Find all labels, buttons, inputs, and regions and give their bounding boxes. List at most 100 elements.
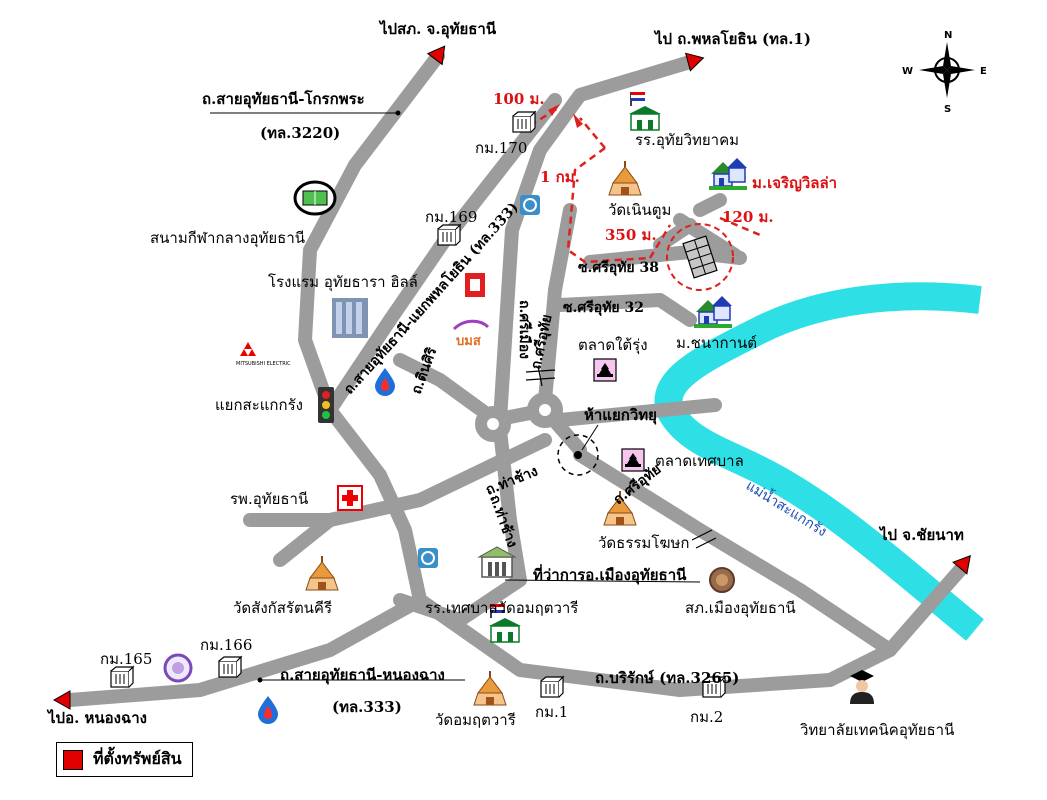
roundabout-west	[475, 406, 511, 442]
gas-station-icon	[258, 696, 278, 724]
pointer-lines	[210, 110, 701, 683]
label-wat-ammarit: วัดอมฤตวารี	[435, 711, 516, 729]
label-police: สภ.เมืองอุทัยธานี	[685, 599, 796, 618]
label-distance-350m: 350 ม.	[605, 226, 657, 244]
gas-station-icon	[375, 368, 395, 396]
road-phahon-main	[493, 55, 697, 427]
legend-label: ที่ตั้งทรัพย์สิน	[93, 749, 182, 768]
road-chainat	[883, 563, 967, 657]
label-hospital: รพ.อุทัยธานี	[230, 490, 308, 509]
compass-n: N	[944, 30, 952, 41]
label-road-3220-code: (ทล.3220)	[260, 124, 340, 142]
road-east-east	[553, 398, 722, 427]
label-distance-1km: 1 กม.	[540, 168, 580, 186]
compass-rose-icon: N S E W	[902, 30, 987, 115]
legend-property-swatch	[63, 749, 83, 770]
bank-branch-icon	[418, 548, 438, 568]
rail-crossing-icon	[525, 365, 717, 549]
police-badge-icon	[709, 567, 735, 593]
km169-marker-icon	[437, 224, 461, 246]
label-road-sri-muang: ถ.ศรีเมือง	[516, 300, 532, 359]
label-wat-thammo: วัดธรรมโฆษก	[598, 534, 689, 552]
property-building-icon	[682, 235, 718, 279]
compass-s: S	[944, 104, 951, 115]
label-stadium: สนามกีฬากลางอุทัยธานี	[150, 229, 305, 248]
property-highlight-circle	[666, 223, 734, 291]
label-to-nongchang: ไปอ. หนองฉาง	[46, 708, 147, 727]
village-chonakarn-icon	[693, 295, 733, 329]
label-road-333: ถ.สายอุทัยธานี-หนองฉาง	[280, 666, 445, 685]
km170-marker-icon	[512, 111, 536, 133]
label-hotel: โรงแรม อุทัยธารา ฮิลล์	[268, 273, 418, 292]
mitsubishi-text: MITSUBISHI ELECTRIC	[236, 361, 291, 367]
road-charoen-2	[693, 193, 727, 217]
label-road-borirak: ถ.บริรักษ์ (ทล.3265)	[595, 669, 739, 687]
km166-marker-icon	[218, 656, 242, 678]
label-village-charoen: ม.เจริญวิลล่า	[752, 174, 837, 192]
label-distance-100m: 100 ม.	[493, 90, 545, 108]
label-market-tairung: ตลาดใต้รุ่ง	[578, 336, 648, 355]
label-junction-witthaya: ห้าแยกวิทยุ	[584, 406, 657, 425]
temple-ammarit-icon	[473, 670, 507, 706]
label-km1: กม.1	[535, 703, 568, 721]
legend: ที่ตั้งทรัพย์สิน	[56, 742, 193, 777]
road-nongchang	[63, 593, 427, 707]
label-wat-noen: วัดเนินตูม	[608, 201, 671, 219]
km1-marker-icon	[540, 676, 564, 698]
hotel-building-icon	[332, 298, 368, 338]
label-village-chonakarn: ม.ชนากานต์	[676, 334, 757, 352]
arrow-to-nongchang-icon	[53, 690, 71, 710]
graduate-icon	[850, 670, 874, 704]
road-northwest-branch	[393, 353, 502, 427]
road-soi32	[553, 293, 697, 327]
label-junction-sakae: แยกสะแกกรัง	[215, 396, 303, 414]
label-road-333-code: (ทล.333)	[332, 698, 402, 716]
district-seal-icon	[163, 653, 193, 683]
compass-e: E	[980, 66, 987, 77]
village-charoen-icon	[708, 157, 748, 191]
label-soi-32: ซ.ศรีอุทัย 32	[563, 300, 644, 316]
road-kokphra	[298, 49, 445, 607]
label-wat-sangkat: วัดสังกัสรัตนคีรี	[233, 599, 332, 617]
bank-branch-icon	[520, 195, 540, 215]
mitsubishi-logo-icon: MITSUBISHI ELECTRIC	[236, 342, 291, 367]
roundabout-east	[527, 392, 563, 428]
bank-logo-icon: บมส	[452, 319, 490, 349]
label-road-3220: ถ.สายอุทัยธานี-โกรกพระ	[202, 89, 365, 109]
label-to-police: ไปสภ. จ.อุทัยธานี	[378, 19, 497, 39]
district-office-icon	[477, 546, 517, 578]
road-tha-chang-west	[243, 433, 552, 527]
road-charoen-3	[653, 218, 697, 252]
traffic-light-icon	[318, 387, 334, 423]
label-km2: กม.2	[690, 708, 723, 726]
road-borirak	[413, 593, 897, 697]
compass-w: W	[902, 66, 913, 77]
market-city-icon	[621, 448, 645, 472]
label-district-office: ที่ว่าการอ.เมืองอุทัยธานี	[533, 564, 687, 585]
label-school-uthai: รร.อุทัยวิทยาคม	[635, 131, 739, 150]
road-phahon-left	[323, 93, 562, 417]
hotel-logo-icon	[465, 273, 485, 297]
market-tairung-icon	[593, 358, 617, 382]
school-uthai-icon	[628, 91, 662, 131]
label-distance-120m: 120 ม.	[722, 208, 774, 226]
label-college: วิทยาลัยเทคนิคอุทัยธานี	[799, 721, 954, 740]
label-km165: กม.165	[100, 650, 152, 668]
bank-logo-text: บมส	[456, 334, 481, 349]
label-km166: กม.166	[200, 636, 252, 654]
label-km170: กม.170	[475, 139, 527, 157]
road-sri-uthai-south	[573, 448, 897, 657]
temple-noen-icon	[608, 160, 642, 196]
label-school-wat: รร.เทศบาลวัดอมฤตวารี	[425, 599, 578, 617]
label-km169: กม.169	[425, 208, 477, 226]
temple-sangkat-icon	[305, 555, 339, 591]
road-network	[63, 49, 967, 707]
label-soi-38: ซ.ศรีอุทัย 38	[578, 260, 659, 276]
red-cross-icon	[337, 485, 363, 511]
label-to-phahon: ไป ถ.พหลโยธิน (ทล.1)	[653, 29, 811, 48]
road-sri-uthai-north	[538, 203, 577, 407]
stadium-icon	[293, 180, 337, 216]
label-market-city: ตลาดเทศบาล	[655, 452, 744, 470]
